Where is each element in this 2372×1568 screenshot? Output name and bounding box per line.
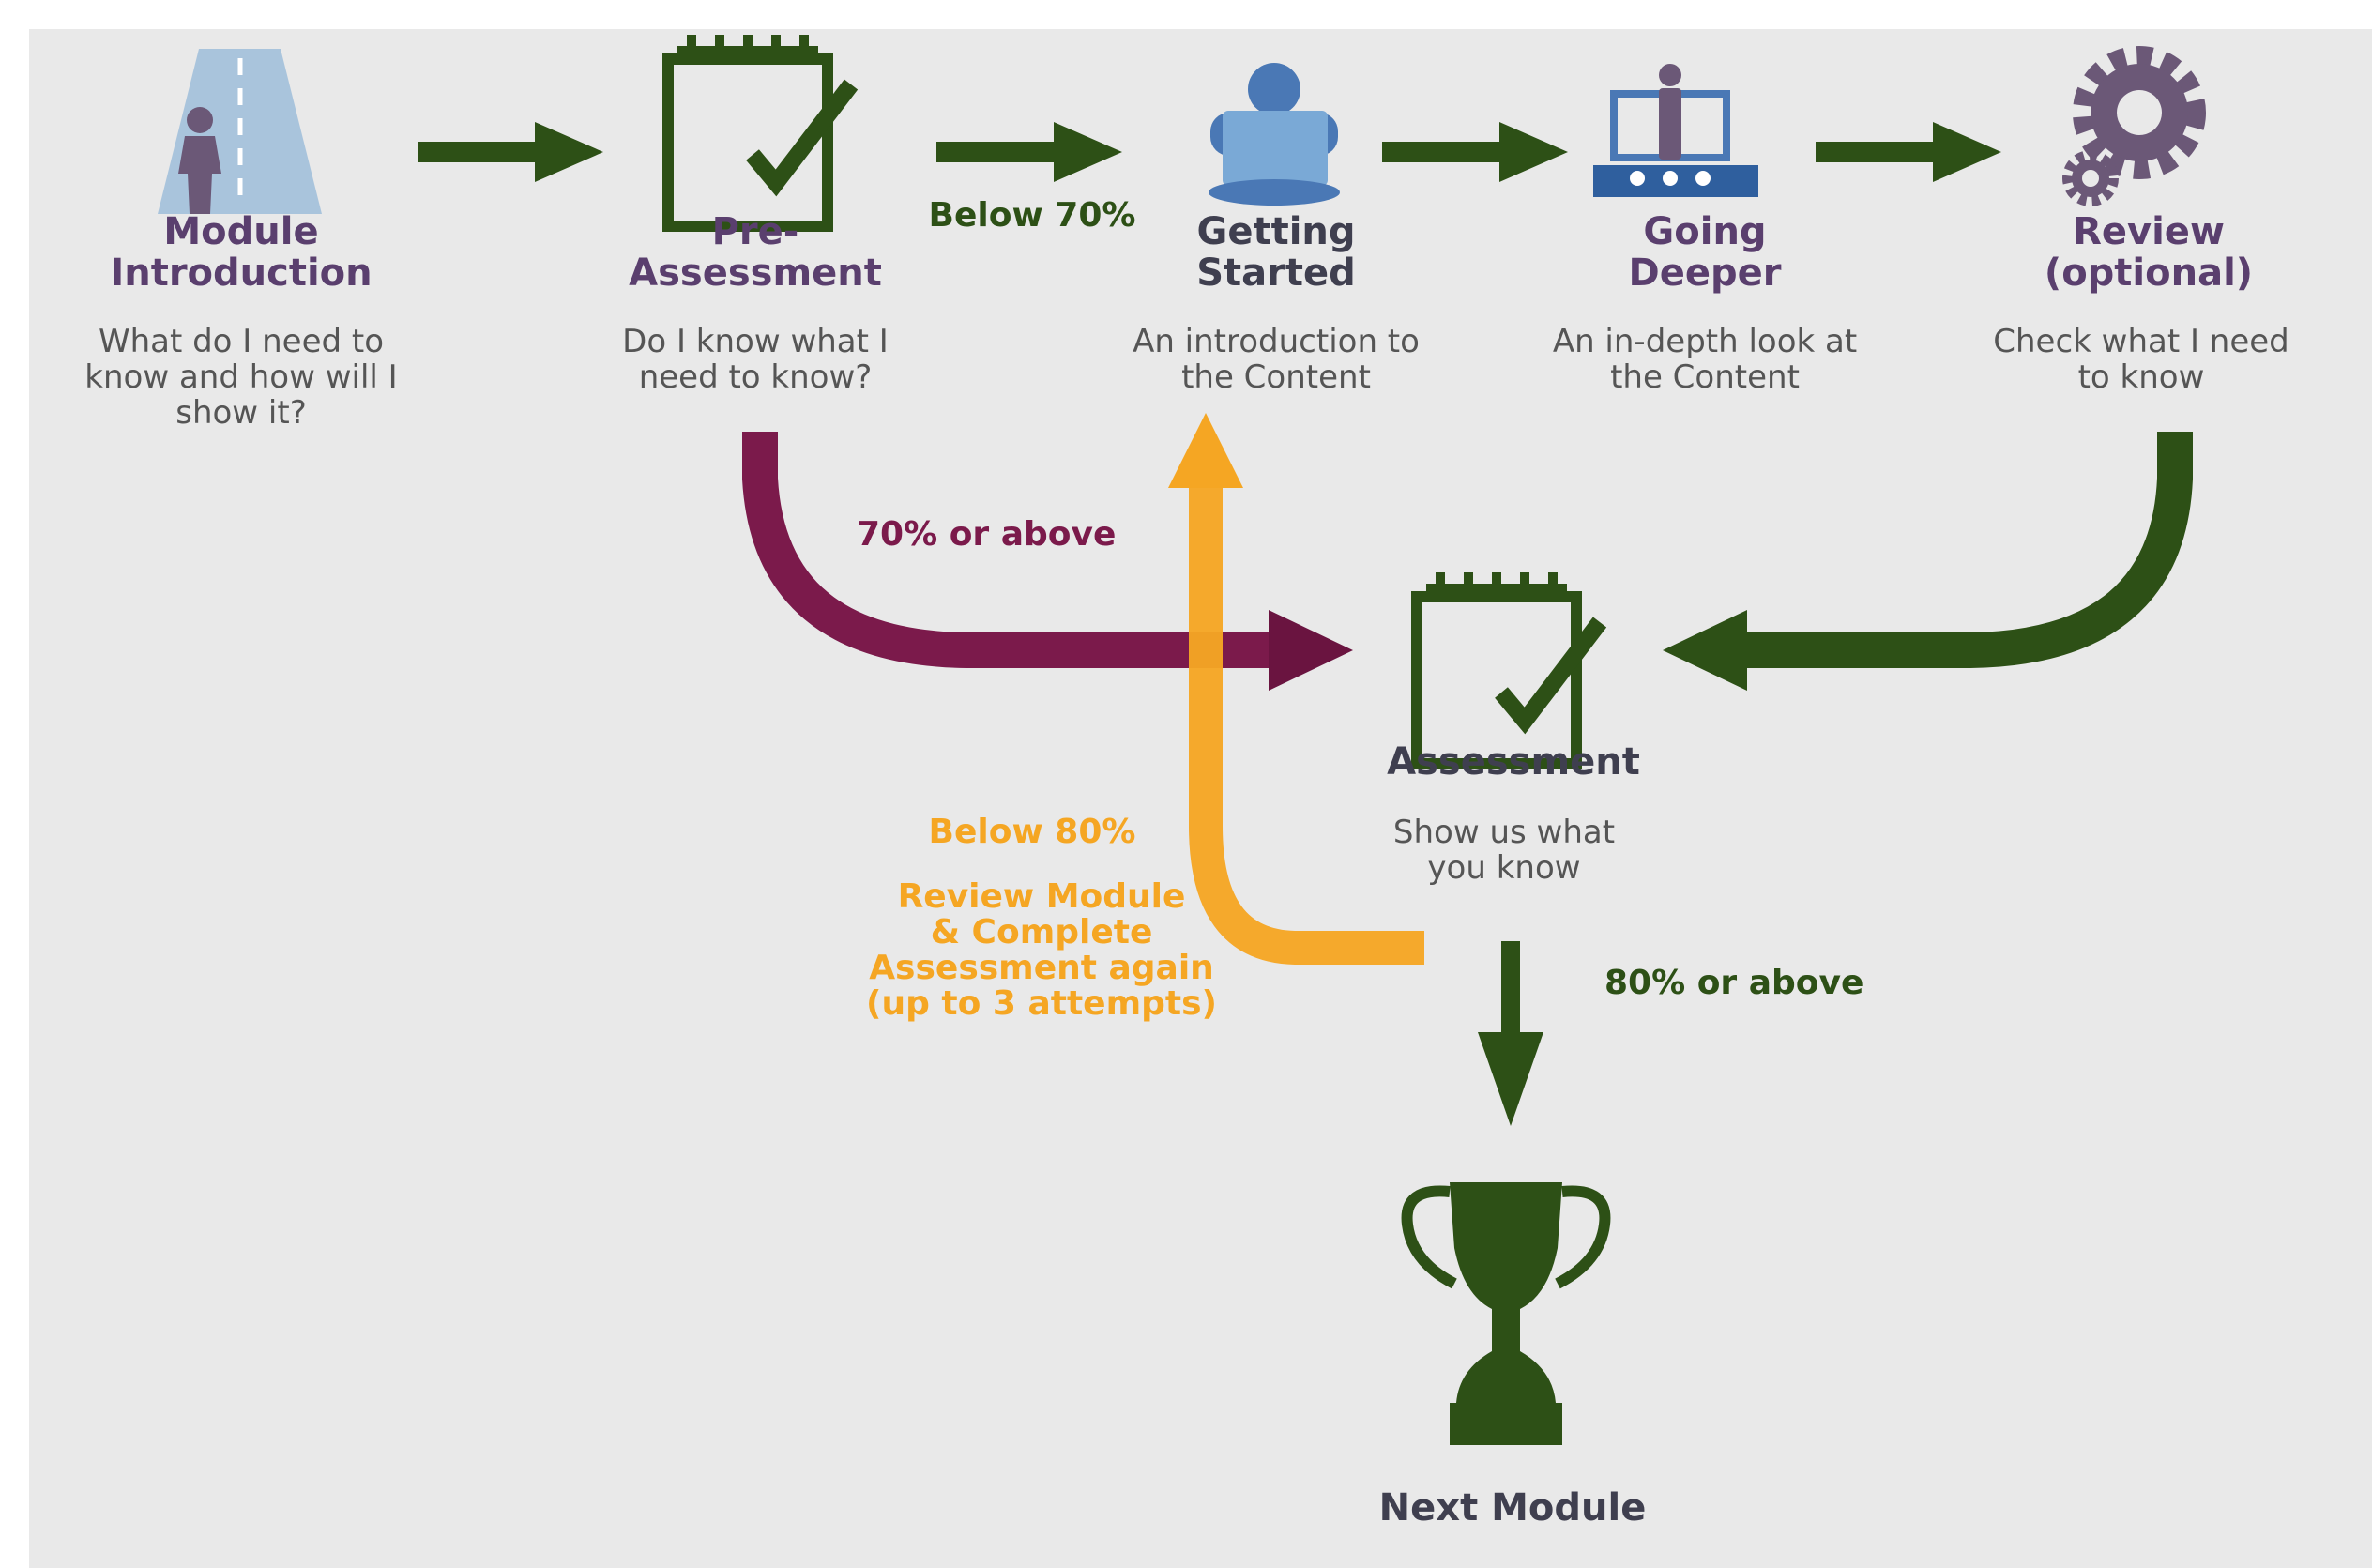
arrow-intro-to-preassessment [418, 122, 603, 182]
assessment-title: Assessment [1387, 740, 1640, 784]
arrow-going-deeper-to-review [1816, 122, 2001, 182]
review-instructions-line: Assessment again [869, 949, 1214, 987]
step-title: Getting Started [1088, 211, 1464, 294]
step-description-line: know and how will I [84, 358, 398, 396]
review-instructions-label: Review Module & Complete Assessment agai… [854, 879, 1229, 1022]
step-title: Going Deeper [1517, 211, 1893, 294]
step-title: Module Introduction [53, 211, 429, 294]
step-title-line: Assessment [629, 251, 882, 295]
step-title-line: Going [1643, 210, 1767, 253]
step-description-line: the Content [1610, 358, 1800, 396]
arrow-assessment-to-getting-started [1168, 413, 1424, 965]
step-description-line: An introduction to [1133, 323, 1420, 360]
arrow-preassessment-to-assessment [742, 432, 1353, 691]
assessment-description-line: you know [1427, 849, 1581, 887]
assessment-description: Show us what you know [1316, 814, 1692, 886]
arrow-review-to-assessment [1663, 432, 2193, 691]
below-80-label: Below 80% [928, 813, 1136, 851]
checklist-notepad-icon [668, 35, 851, 226]
step-description-line: Check what I need [1993, 323, 2289, 360]
step-description-line: show it? [175, 394, 307, 432]
arrow-preassessment-to-getting-started [936, 122, 1122, 182]
step-description-line: need to know? [638, 358, 873, 396]
step-title: Review (optional) [1961, 211, 2336, 294]
step-description: An introduction to the Content [1088, 324, 1464, 395]
below-70-label: Below 70% [928, 196, 1136, 235]
next-module-title: Next Module [1378, 1486, 1647, 1530]
review-instructions-line: & Complete [930, 913, 1153, 951]
person-on-road-icon [158, 49, 322, 214]
presenter-with-audience-icon [1593, 64, 1758, 197]
person-with-laptop-icon [1209, 63, 1340, 206]
step-title-line: Started [1196, 251, 1356, 295]
step-description-line: What do I need to [98, 323, 385, 360]
step-title-line: Pre- [711, 210, 799, 253]
step-title-line: Introduction [110, 251, 373, 295]
step-title-line: Getting [1196, 210, 1356, 253]
step-title-line: (optional) [2044, 251, 2254, 295]
step-title-line: Review [2073, 210, 2225, 253]
step-description: Check what I need to know [1954, 324, 2329, 395]
arrow-getting-started-to-going-deeper [1382, 122, 1568, 182]
review-instructions-line: Review Module [897, 877, 1186, 916]
step-description: An in-depth look at the Content [1517, 324, 1893, 395]
above-80-label: 80% or above [1604, 964, 1864, 1002]
step-description-line: the Content [1181, 358, 1371, 396]
step-title: Pre- Assessment [568, 211, 943, 294]
review-instructions-line: (up to 3 attempts) [866, 984, 1217, 1023]
step-title-line: Deeper [1628, 251, 1782, 295]
arrow-assessment-to-next-module [1478, 941, 1543, 1126]
checklist-notepad-icon [1417, 572, 1600, 764]
trophy-icon [1401, 1182, 1611, 1445]
step-description: What do I need to know and how will I sh… [53, 324, 429, 431]
gears-icon [2062, 46, 2206, 206]
assessment-description-line: Show us what [1392, 814, 1616, 851]
step-description-line: Do I know what I [622, 323, 889, 360]
step-title-line: Module [163, 210, 319, 253]
above-70-label: 70% or above [857, 515, 1117, 554]
step-description-line: to know [2077, 358, 2205, 396]
step-description: Do I know what I need to know? [568, 324, 943, 395]
step-description-line: An in-depth look at [1552, 323, 1858, 360]
